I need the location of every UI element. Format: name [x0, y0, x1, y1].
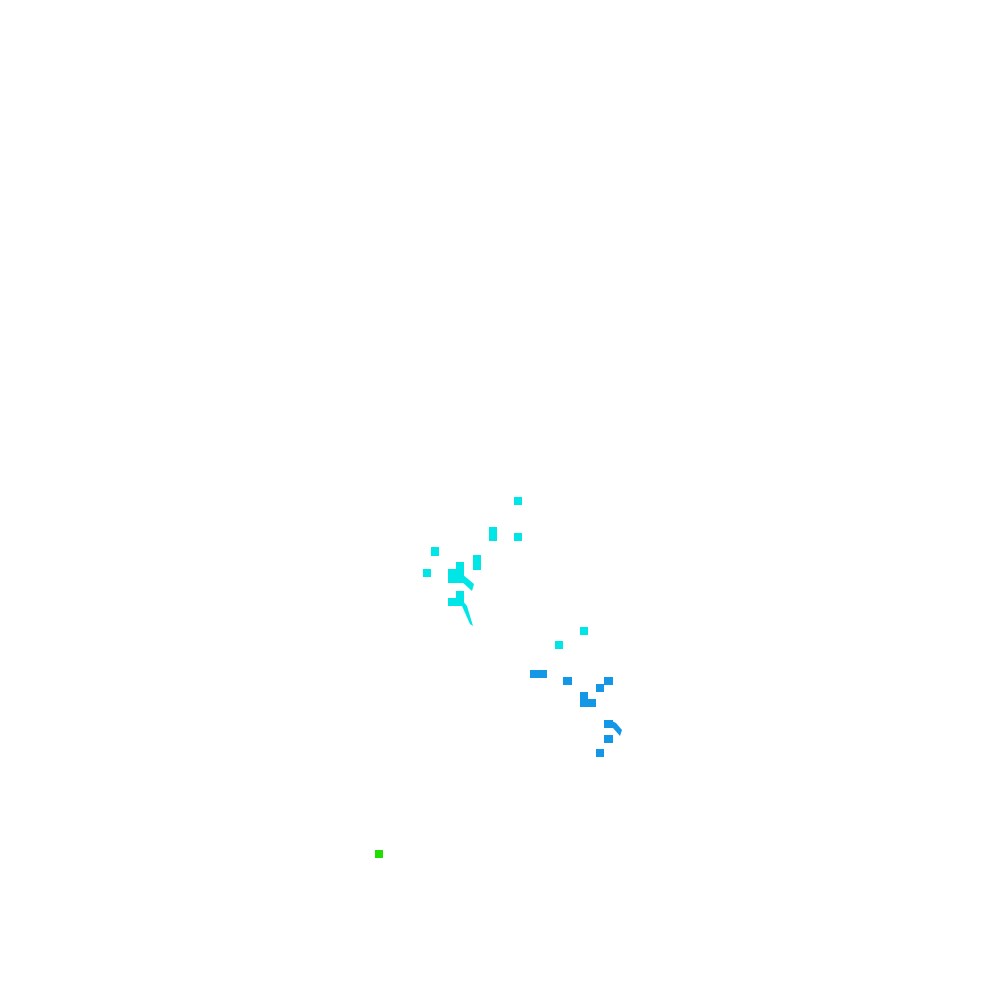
cyan-feature — [555, 641, 563, 649]
blue-feature — [604, 677, 613, 685]
cyan-feature — [456, 562, 464, 570]
cyan-feature — [514, 533, 522, 541]
cyan-feature — [456, 591, 464, 599]
blue-feature — [604, 720, 613, 728]
cyan-feature — [423, 569, 431, 577]
cyan-feature — [431, 547, 439, 556]
blue-feature — [563, 677, 572, 685]
blue-feature — [580, 692, 588, 700]
blue-feature — [610, 720, 622, 736]
cyan-feature — [473, 555, 481, 570]
cyan-feature — [514, 497, 522, 505]
cyan-feature — [448, 598, 464, 606]
blue-feature — [596, 684, 604, 692]
blue-feature — [580, 699, 596, 707]
cyan-feature — [489, 527, 497, 541]
blue-cluster-layer — [530, 670, 622, 757]
green-point-layer — [375, 850, 383, 858]
blue-feature — [596, 749, 604, 757]
green-feature — [375, 850, 383, 858]
cyan-cluster-layer — [423, 497, 588, 649]
cyan-feature — [462, 600, 473, 626]
blue-feature — [604, 735, 613, 743]
cyan-feature — [448, 569, 464, 583]
blue-feature — [530, 670, 547, 678]
cyan-feature — [580, 627, 588, 635]
cyan-feature — [461, 574, 474, 591]
